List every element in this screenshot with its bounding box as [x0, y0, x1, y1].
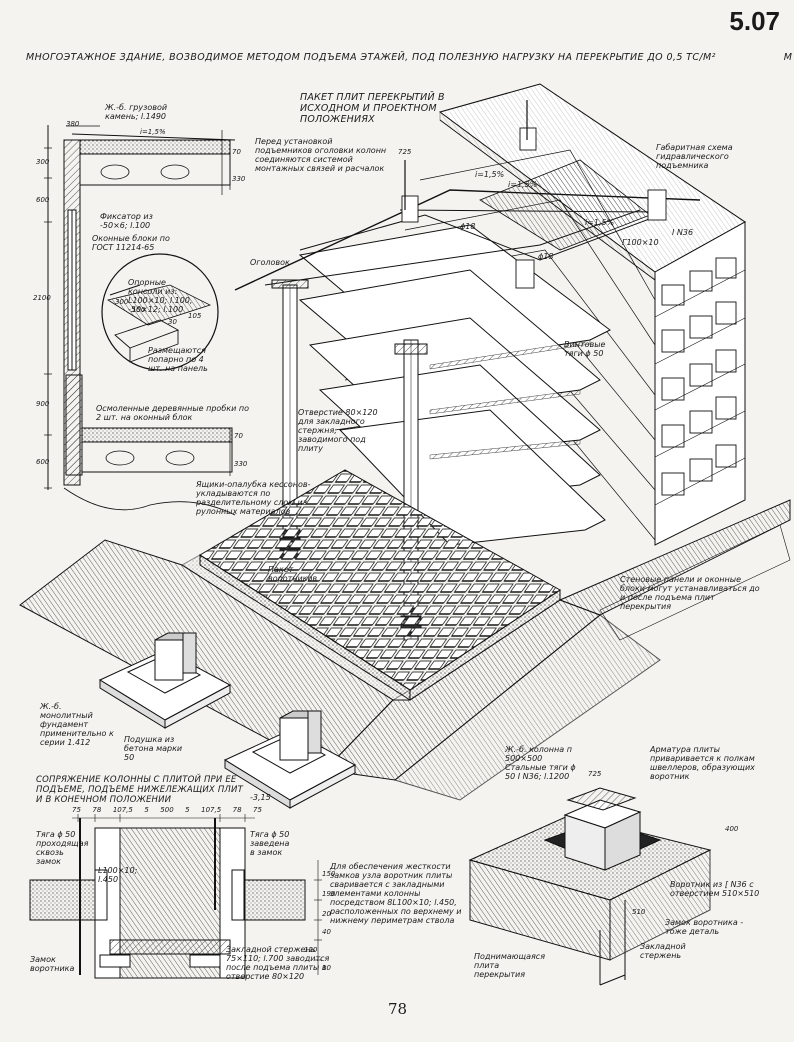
section-title: СОПРЯЖЕНИЕ КОЛОННЫ С ПЛИТОЙ ПРИ ЕЕ ПОДЪЕ… [36, 775, 243, 805]
label-stenovye-paneli: Стеновые панели и оконные блоки могут ус… [620, 575, 760, 611]
header-title-tail: М [783, 52, 792, 63]
dim-300: 300 [36, 158, 50, 166]
dim-725-detail: 725 [588, 770, 602, 778]
label-probki: Осмоленные деревянные пробки по 2 шт. на… [96, 404, 249, 422]
dim-slope-roof: i=1,5% [140, 128, 166, 136]
label-slope-top: i=1,5% [475, 170, 505, 179]
label-gruz-kamen: Ж.-б. грузовой камень; l.1490 [105, 103, 168, 121]
column-slab-section [29, 814, 322, 979]
label-vorotnik: Воротник из [ N36 с отверстием 510×510 [670, 880, 760, 898]
sec-vdim-190: 190 [322, 890, 336, 898]
dim-2100: 2100 [33, 294, 51, 302]
label-paket-vorotnikov: Пакет воротников [268, 565, 318, 583]
label-otverstie: Отверстие 80×120 для закладного стержня,… [298, 408, 378, 453]
label-zakladnoy-sterzhen: Закладной стержень [640, 942, 686, 960]
sec-dim-4: 500 [160, 806, 174, 814]
dim-900: 900 [36, 400, 50, 408]
sec-vdim-120: 120 [304, 946, 318, 954]
label-armatura: Арматура плиты приваривается к полкам шв… [650, 745, 755, 781]
label-ogolovok: Оголовок [250, 258, 290, 267]
label-i36: I N36 [672, 228, 694, 237]
dim-600-bottom: 600 [36, 458, 50, 466]
label-slope-a: i=1,5% [508, 180, 538, 189]
sec-dim-2: 107,5 [112, 806, 133, 814]
pedestal-footings [98, 632, 357, 809]
dim-70-bottom: 70 [234, 432, 243, 440]
sec-dim-1: 78 [92, 806, 102, 814]
dim-70-top: 70 [232, 148, 241, 156]
sec-dim-5: 5 [185, 806, 190, 814]
wall-section [44, 125, 236, 516]
label-l100: L100×10; l.450 [98, 866, 138, 884]
label-phi18-a: ϕ18 [460, 222, 476, 231]
sec-dim-3: 5 [144, 806, 149, 814]
section-note: Для обеспечения жесткости замков узла во… [330, 862, 462, 925]
sec-vdim-150: 150 [322, 870, 336, 878]
label-vintovye-tyagi: Винтовые тяги ϕ 50 [564, 340, 606, 358]
label-pered-ustanovkoy: Перед установкой подъемников оголовки ко… [255, 137, 387, 173]
console-detail-circle [101, 253, 219, 371]
sec-dim-0: 75 [72, 806, 81, 814]
dim-k150: 150 [132, 306, 146, 314]
label-podushka: Подушка из бетона марки 50 [124, 735, 183, 762]
label-opornye-konsoli: Опорные консоли из: L100×10; l.100, -50×… [128, 278, 193, 314]
dim-330-top: 330 [232, 175, 246, 183]
sec-vdim-40: 40 [322, 928, 331, 936]
label-kolonna: Ж.-б. колонна п 500×500 Стальные тяги ϕ … [505, 745, 576, 781]
building-block [234, 83, 746, 546]
label-okonnye-bloki: Оконные блоки по ГОСТ 11214-65 [92, 234, 170, 252]
header-title: МНОГОЭТАЖНОЕ ЗДАНИЕ, ВОЗВОДИМОЕ МЕТОДОМ … [26, 52, 716, 63]
section-top-dims: 75 78 107,5 5 500 5 107,5 78 75 [72, 806, 262, 814]
label-gabaritnaya-skhema: Габаритная схема гидравлического подъемн… [656, 143, 733, 170]
dim-725-top: 725 [398, 148, 412, 156]
dim-400: 400 [725, 825, 739, 833]
label-g100: Г100×10 [622, 238, 659, 247]
dim-380: 380 [66, 120, 80, 128]
page-code: 5.07 [729, 6, 780, 36]
label-fiksator: Фиксатор из -50×6; l.100 [100, 212, 153, 230]
label-razmeshchayutsya: Размещаются попарно по 4 шт. на панель [148, 346, 208, 373]
dim-600-top: 600 [36, 196, 50, 204]
label-tyaga-left: Тяга ϕ 50 проходящая сквозь замок [36, 830, 89, 866]
sec-dim-6: 107,5 [201, 806, 222, 814]
label-zamok: Замок воротника [30, 955, 75, 973]
label-tyaga-right: Тяга ϕ 50 заведена в замок [250, 830, 290, 857]
sec-vdim-20: 20 [322, 910, 331, 918]
label-podnimayushchayasya-plita: Поднимающаяся плита перекрытия [474, 952, 546, 979]
label-zamok-vorotnika: Замок воротника - тоже деталь [665, 918, 744, 936]
label-monolitnyy-fundament: Ж.-б. монолитный фундамент применительно… [40, 702, 114, 747]
label-zakladnoy-sterzhen-section: Закладной стержень 75×110; l.700 заводит… [226, 945, 330, 981]
dim-k30: 30 [168, 318, 177, 326]
label-yashchiki-opalubka: Ящики-опалубка кессонов-укладываются по … [196, 480, 311, 516]
sec-dim-7: 78 [232, 806, 242, 814]
main-heading: ПАКЕТ ПЛИТ ПЕРЕКРЫТИЙ В ИСХОДНОМ И ПРОЕК… [300, 92, 445, 125]
sec-vdim-10: 10 [322, 964, 331, 972]
dim-510: 510 [632, 908, 646, 916]
dim-k105: 105 [188, 312, 202, 320]
collar-detail [468, 787, 712, 986]
label-slope-b: i=1,5% [585, 218, 615, 227]
page-number: 78 [388, 1000, 408, 1018]
foundation-slab [181, 469, 561, 701]
dim-330-bottom: 330 [234, 460, 248, 468]
label-level: -3,15 [250, 793, 271, 802]
dim-k300: 300 [115, 298, 129, 306]
label-phi18-b: ϕ18 [538, 252, 554, 261]
sec-dim-8: 75 [253, 806, 262, 814]
